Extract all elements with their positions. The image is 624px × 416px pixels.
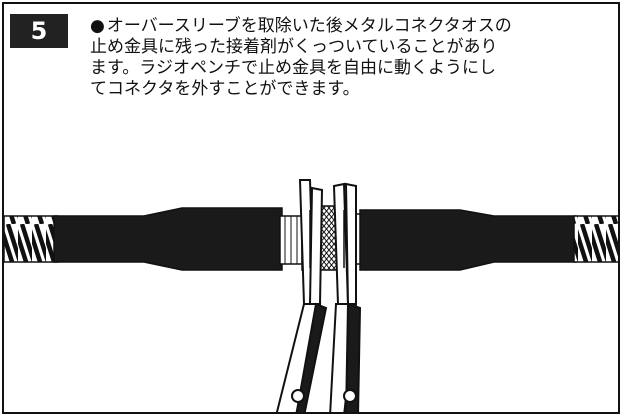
connector-right <box>359 209 577 271</box>
connector-left <box>53 207 283 271</box>
radio-pliers <box>275 179 362 412</box>
step-number-badge: 5 <box>10 14 68 48</box>
instruction-body: オーバースリーブを取除いた後メタルコネクタオスの 止め金具に残った接着剤がくっつ… <box>90 16 512 99</box>
connector-removal-illustration <box>4 179 618 412</box>
instruction-text: ●オーバースリーブを取除いた後メタルコネクタオスの 止め金具に残った接着剤がくっ… <box>90 16 590 100</box>
cable-right <box>573 215 618 263</box>
bullet-icon: ● <box>90 16 105 36</box>
cable-left <box>4 215 59 263</box>
step-number: 5 <box>30 17 48 45</box>
